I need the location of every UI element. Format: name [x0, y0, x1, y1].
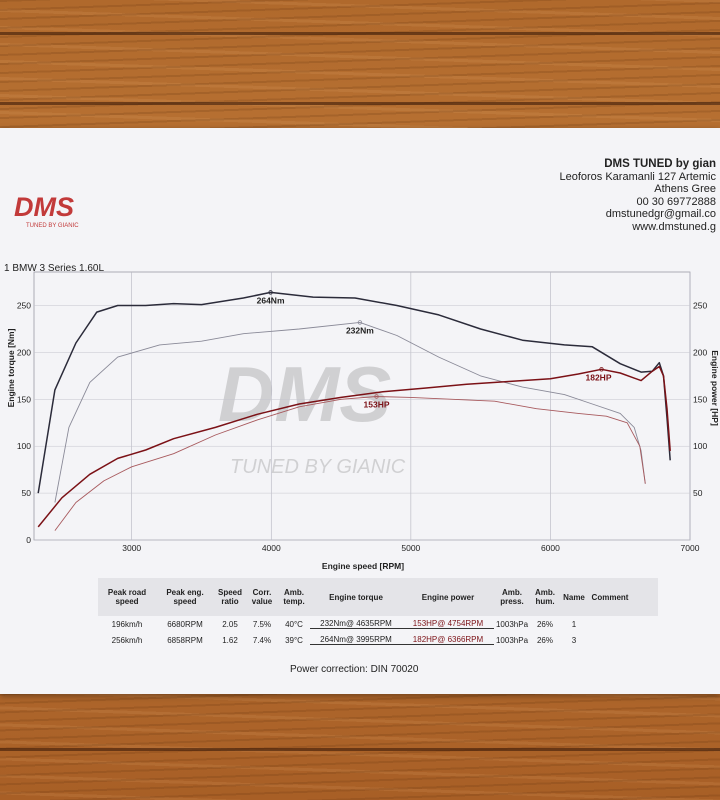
company-address-2: Athens Gree [654, 183, 716, 195]
table-header-cell: Corr. value [251, 588, 273, 606]
table-cell: 256km/h [111, 635, 143, 645]
peak-label: 182HP [586, 372, 612, 382]
series-line-power-stock [54, 396, 646, 531]
table-cell: 264Nm@ 3995RPM [310, 635, 402, 645]
table-header-cell: Comment [591, 592, 629, 602]
table-cell: 6858RPM [167, 635, 203, 645]
table-header-cell: Amb. temp. [283, 588, 305, 606]
y-axis-right-label: Engine power [HP] [710, 350, 720, 426]
vehicle-label: 1 BMW 3 Series 1.60L [4, 263, 105, 274]
dyno-report-sheet: DMS TUNED BY GIANIC DMS TUNED by gian Le… [0, 128, 720, 694]
table-cell: 1.62 [222, 635, 238, 645]
table-cell: 26% [536, 619, 553, 629]
logo-mark: DMS [14, 192, 74, 222]
table-cell: 26% [536, 635, 553, 645]
company-email: dmstunedgr@gmail.co [605, 208, 716, 220]
y-right-tick-label: 150 [693, 394, 707, 404]
y-axis-left-label: Engine torque [Nm] [6, 328, 16, 407]
peak-marker [357, 320, 363, 325]
x-tick-label: 4000 [262, 543, 281, 553]
board-gap [0, 748, 720, 751]
table-cell: 153HP@ 4754RPM [402, 619, 494, 629]
y-right-tick-label: 100 [693, 441, 707, 451]
board-gap [0, 102, 720, 105]
table-cell: 232Nm@ 4635RPM [310, 619, 402, 629]
y-left-tick-label: 100 [17, 441, 31, 451]
power-correction-note: Power correction: DIN 70020 [290, 664, 419, 675]
y-right-tick-label: 200 [693, 347, 707, 357]
table-cell: 196km/h [111, 619, 143, 629]
series-line-power-tuned [37, 365, 671, 528]
company-info: DMS TUNED by gian Leoforos Karamanli 127… [559, 158, 716, 233]
table-cell: 1 [571, 619, 577, 629]
table-cell: 182HP@ 6366RPM [402, 635, 494, 645]
peak-marker [268, 290, 273, 295]
table-cell: 3 [571, 635, 577, 645]
y-left-tick-label: 150 [17, 394, 31, 404]
table-cell: 6680RPM [167, 619, 203, 629]
board-gap [0, 32, 720, 35]
logo-subtext: TUNED BY GIANIC [26, 223, 79, 229]
table-cell: 7.4% [252, 635, 272, 645]
table-header-cell: Peak eng. speed [166, 588, 204, 606]
company-phone: 00 30 69772888 [636, 195, 716, 208]
y-left-tick-label: 250 [17, 301, 31, 311]
peak-label: 153HP [364, 399, 390, 409]
y-left-tick-label: 50 [22, 488, 32, 498]
table-row: 256km/h 6858RPM 1.62 7.4% 39°C 264Nm@ 3995RPM… [98, 632, 658, 648]
dyno-chart: DMS TUNED BY GIANIC 3000 4000 5000 6000 7000… [6, 271, 720, 571]
company-website: www.dmstuned.g [632, 220, 716, 233]
table-header-cell: Engine torque [329, 592, 383, 602]
x-axis-label: Engine speed [RPM] [322, 561, 404, 571]
table-cell: 1003hPa [495, 635, 529, 645]
peak-marker [374, 394, 379, 399]
y-left-tick-label: 0 [26, 535, 31, 545]
dms-logo: DMS TUNED BY GIANIC [14, 192, 79, 229]
table-body: 196km/h 6680RPM 2.05 7.5% 40°C 232Nm@ 4635RPM… [98, 616, 658, 648]
table-header-cell: Speed ratio [217, 588, 242, 606]
results-table: Peak road speed Peak eng. speed Speed rati… [98, 578, 658, 648]
x-tick-label: 7000 [681, 543, 700, 553]
table-header: Peak road speed Peak eng. speed Speed rati… [98, 578, 658, 616]
chart-watermark: DMS TUNED BY GIANIC [218, 350, 406, 478]
y-right-tick-label: 250 [693, 301, 707, 311]
table-header-cell: Amb. press. [500, 588, 524, 606]
table-header-cell: Name [563, 592, 585, 602]
x-tick-label: 5000 [401, 543, 420, 553]
table-header-cell: Peak road speed [107, 588, 147, 606]
table-header-cell: Engine power [421, 592, 475, 602]
table-header-cell: Amb. hum. [535, 588, 555, 606]
peak-label: 264Nm [257, 295, 285, 305]
y-left-tick-label: 200 [17, 347, 31, 357]
company-address-1: Leoforos Karamanli 127 Artemic [559, 170, 716, 183]
table-cell: 40°C [285, 619, 303, 629]
table-cell: 39°C [285, 635, 303, 645]
series-line-torque-stock [54, 321, 646, 503]
x-tick-label: 3000 [122, 543, 141, 553]
x-tick-label: 6000 [541, 543, 560, 553]
table-cell: 1003hPa [495, 619, 529, 629]
peak-marker [599, 367, 604, 372]
table-row: 196km/h 6680RPM 2.05 7.5% 40°C 232Nm@ 4635RPM… [98, 616, 658, 632]
y-right-tick-label: 50 [693, 488, 703, 498]
company-name: DMS TUNED by gian [604, 158, 716, 170]
peak-label: 232Nm [346, 325, 374, 335]
watermark-subtext: TUNED BY GIANIC [230, 456, 406, 478]
table-cell: 7.5% [252, 619, 272, 629]
table-cell: 2.05 [222, 619, 238, 629]
